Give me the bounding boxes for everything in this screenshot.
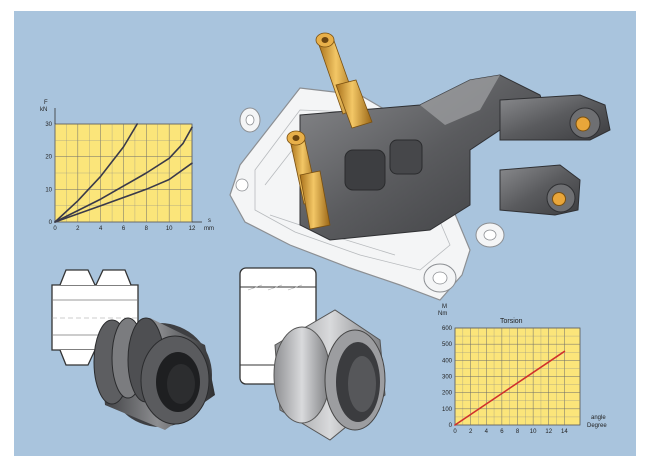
chart1-grid — [54, 123, 193, 223]
hydraulic-cylinder-upper — [315, 32, 373, 129]
chart2-x-tick-label: 8 — [516, 429, 520, 435]
chart2-y-tick-label: 300 — [442, 375, 453, 381]
chart2-x-tick-label: 6 — [500, 429, 504, 435]
chart2-series — [454, 350, 566, 426]
chart2-tick-labels: 0 2 4 6 8 10 12 14 0 100 200 300 400 500 600 — [442, 326, 568, 435]
torsion-chart: 0 2 4 6 8 10 12 14 0 100 200 300 400 500 600 Torsion M… — [438, 304, 607, 435]
chart2-y-label: M — [442, 304, 447, 310]
chart1-series-line-3 — [54, 162, 193, 223]
chart2-x-tick-label: 14 — [561, 429, 568, 435]
chart1-x-tick-label: 8 — [145, 226, 149, 232]
chart1-x-label: s — [208, 218, 211, 224]
chart1-x-tick-label: 4 — [99, 226, 103, 232]
chart1-y-tick-label: 0 — [49, 220, 53, 226]
metal-sleeve-part — [273, 309, 386, 441]
chart2-x-tick-label: 2 — [469, 429, 473, 435]
chart2-y-tick-label: 200 — [442, 391, 453, 397]
chart2-y-unit: Nm — [438, 311, 447, 317]
chart2-y-tick-label: 100 — [442, 407, 453, 413]
chart2-x-label: angle — [591, 415, 606, 421]
chart1-x-unit: mm — [204, 226, 214, 232]
chart2-y-tick-label: 0 — [449, 423, 453, 429]
chart1-y-label: F — [44, 100, 48, 106]
chart1-y-unit: kN — [40, 107, 47, 113]
chart2-title: Torsion — [500, 318, 523, 325]
chart1-x-tick-label: 2 — [76, 226, 80, 232]
chart1-series — [54, 123, 193, 223]
chart2-series-line-1 — [454, 350, 566, 426]
chart2-x-tick-label: 0 — [453, 429, 457, 435]
hydraulic-cylinder-lower — [286, 130, 331, 230]
chart2-x-tick-label: 4 — [485, 429, 489, 435]
chart1-y-tick-label: 20 — [45, 155, 52, 161]
chart1-y-tick-label: 30 — [45, 122, 52, 128]
chart1-tick-labels: 0 2 4 6 8 10 12 0 10 20 30 — [45, 122, 196, 232]
chart2-y-tick-label: 600 — [442, 326, 453, 332]
chart2-grid — [454, 327, 580, 426]
chart2-x-tick-label: 10 — [530, 429, 537, 435]
rubber-bushing-part — [93, 317, 215, 430]
chart2-x-tick-label: 12 — [545, 429, 552, 435]
chart1-x-tick-label: 6 — [122, 226, 126, 232]
chart2-y-tick-label: 400 — [442, 358, 453, 364]
chart1-y-tick-label: 10 — [45, 187, 52, 193]
chart1-series-line-2 — [54, 126, 193, 223]
chart1-x-tick-label: 12 — [189, 226, 196, 232]
chart2-y-tick-label: 500 — [442, 342, 453, 348]
chart1-x-tick-label: 10 — [166, 226, 173, 232]
chart1-x-tick-label: 0 — [53, 226, 57, 232]
force-displacement-chart: 0 2 4 6 8 10 12 0 10 20 30 F kN s mm — [40, 100, 214, 232]
chart2-x-unit: Degree — [587, 423, 607, 429]
chart1-series-line-1 — [54, 123, 138, 223]
